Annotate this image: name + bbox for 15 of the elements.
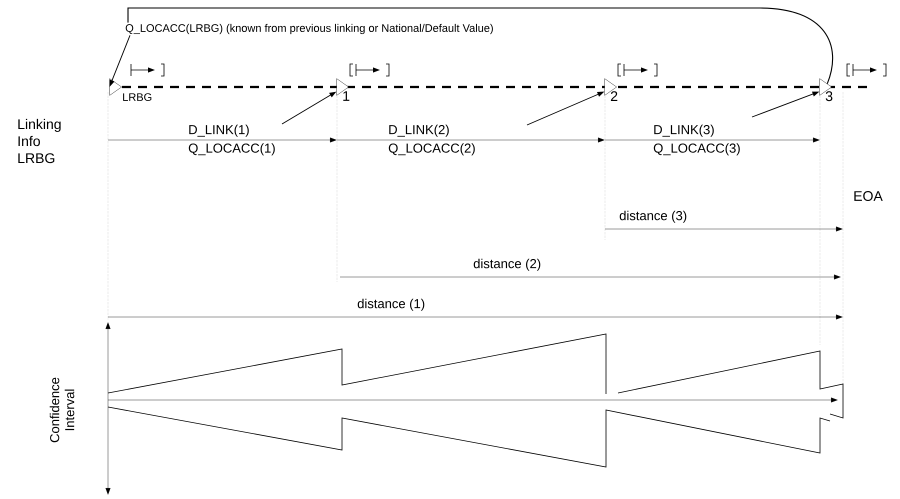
text-label: D_LINK(1) [189,124,249,137]
balise-label: 3 [826,91,832,102]
text-label: Q_LOCACC(2) [388,143,475,156]
balise-label: LRBG [123,93,152,101]
text-label: distance (2) [474,258,540,271]
text-label: distance (1) [358,298,424,311]
text-label: EOA [854,191,883,201]
curved-line [127,7,833,84]
text-label: Q_LOCACC(3) [654,143,740,156]
balise-label: 2 [610,91,618,101]
annotation-text: Q_LOCACC(LRBG) (known from previous linking or National/Default Value) [126,24,493,34]
text-label: Q_LOCACC(1) [188,143,275,156]
balise-label: 1 [343,91,350,101]
text-label: distance (3) [620,210,686,223]
text-label: Confidence Interval [50,378,74,442]
